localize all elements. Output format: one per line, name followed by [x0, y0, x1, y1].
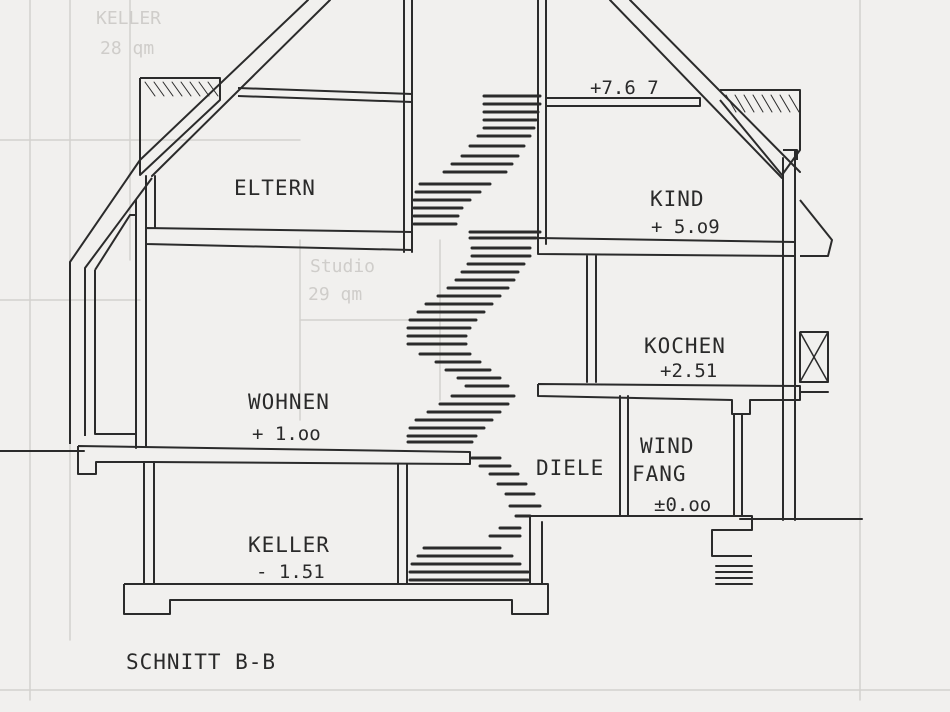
hatch — [770, 94, 782, 113]
exterior-wall-left — [69, 159, 141, 444]
hatch — [761, 94, 773, 113]
collar-beam-right — [546, 97, 701, 107]
hatch — [144, 81, 156, 97]
hatch — [153, 81, 165, 97]
hatch — [788, 94, 800, 113]
floor-wohnen — [77, 445, 471, 475]
hatch — [180, 81, 192, 97]
hatch — [162, 81, 174, 97]
level-kochen: +2.51 — [660, 360, 718, 382]
level-ridge: +7.6 7 — [590, 77, 659, 99]
floor-eltern — [145, 227, 413, 251]
level-keller: - 1.51 — [256, 561, 325, 583]
window-right-x — [799, 331, 829, 383]
eave-right — [799, 199, 833, 257]
floor-kind — [537, 237, 796, 257]
hatch — [734, 94, 746, 113]
collar-beam-left — [237, 87, 413, 103]
level-windfang: ±0.oo — [654, 494, 712, 516]
exterior-wall-left-inner — [84, 177, 153, 436]
hatch — [779, 94, 791, 113]
hatch — [743, 94, 755, 113]
floor-keller — [123, 583, 549, 615]
room-label-windfang-line1: WIND — [640, 434, 695, 458]
room-label-wohnen: WOHNEN — [248, 390, 330, 414]
hatch — [207, 81, 219, 97]
room-label-kind: KIND — [650, 187, 705, 211]
hatch — [752, 94, 764, 113]
roof-rafter-left — [139, 0, 309, 161]
hatch — [198, 81, 210, 97]
hatch — [725, 94, 737, 113]
room-label-keller: KELLER — [248, 533, 330, 557]
floor-diele — [530, 515, 753, 557]
room-label-kochen: KOCHEN — [644, 334, 726, 358]
ghost-text-studio-area: 29 qm — [308, 284, 363, 305]
ghost-text-keller-area: 28 qm — [100, 38, 155, 59]
room-label-windfang-line2: FANG — [632, 462, 687, 486]
roof-rafter-right — [609, 0, 783, 179]
room-label-diele: DIELE — [536, 456, 605, 480]
ghost-text-studio: Studio — [310, 256, 376, 277]
ghost-text-keller: KELLER — [96, 8, 162, 29]
wall-cap — [783, 149, 798, 160]
hatch — [189, 81, 201, 97]
drawing-caption: SCHNITT B-B — [126, 650, 277, 674]
level-wohnen: + 1.oo — [252, 423, 321, 445]
attic-knee-right — [719, 89, 801, 176]
room-label-eltern: ELTERN — [234, 176, 316, 200]
hatch — [171, 81, 183, 97]
level-kind: + 5.o9 — [651, 216, 720, 238]
roof-rafter-right — [629, 0, 801, 173]
attic-knee-left — [139, 77, 221, 176]
floor-kochen — [537, 383, 801, 415]
